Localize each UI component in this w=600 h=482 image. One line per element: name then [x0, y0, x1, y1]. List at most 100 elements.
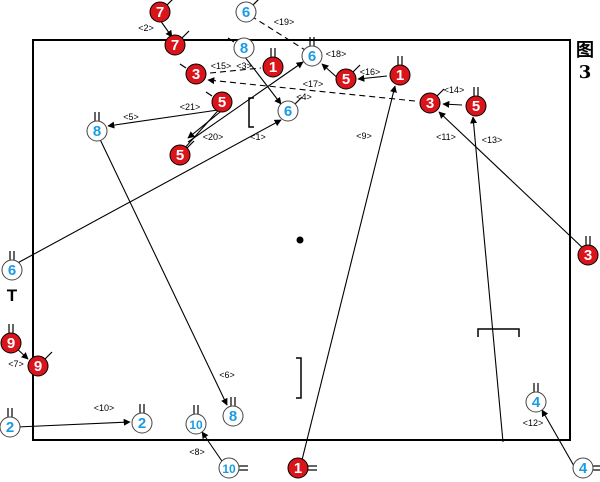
- red-player-1-r1b: 1: [389, 56, 411, 86]
- path-4: [187, 61, 304, 143]
- red-player-5-r5d: 5: [169, 140, 195, 166]
- player-number: 1: [269, 59, 277, 76]
- player-number: 5: [472, 98, 480, 115]
- path-2: [159, 19, 173, 38]
- arrow-label-7: <7>: [8, 359, 24, 369]
- red-player-7-r7b: 7: [164, 30, 190, 56]
- arrow-label-10: <10>: [94, 403, 115, 413]
- blue-player-6-b6d: 6: [1, 251, 23, 281]
- arrow-label-16: <16>: [360, 67, 381, 77]
- figure-label: 图 3: [572, 40, 598, 84]
- red-player-1-r1a: 1: [262, 48, 284, 78]
- red-player-3-r3a: 3: [179, 63, 207, 85]
- player-number: 6: [242, 4, 250, 21]
- player-number: 8: [93, 123, 101, 140]
- blue-player-4-b4b: 4: [572, 457, 600, 479]
- player-number: 8: [240, 40, 248, 57]
- goal-bracket-top: [248, 97, 254, 128]
- player-number: 5: [176, 147, 184, 164]
- arrow-label-17: <17>: [303, 79, 324, 89]
- figure-char: 图: [576, 40, 594, 61]
- player-number: 1: [396, 67, 404, 84]
- goal-bracket-bottom: [296, 357, 302, 399]
- player-number: 2: [138, 415, 146, 432]
- red-player-5-r5c: 5: [465, 87, 487, 117]
- arrow-label-4: <4>: [296, 92, 312, 102]
- arrow-label-5: <5>: [123, 112, 139, 122]
- blue-player-8-b8b: 8: [86, 112, 108, 142]
- path-6: [96, 132, 228, 406]
- arrow-label-21: <21>: [180, 102, 201, 112]
- arrow-label-6: <6>: [219, 370, 235, 380]
- dashed-runs: [207, 15, 416, 102]
- path-19: [250, 15, 314, 56]
- player-number: 5: [342, 71, 350, 88]
- player-number: 2: [6, 419, 14, 436]
- coach-symbol: T: [7, 286, 18, 305]
- player-number: 5: [218, 94, 226, 111]
- red-player-5-r5b: 5: [335, 64, 361, 90]
- blue-player-10-b10b: 10: [218, 457, 248, 479]
- player-number: 10: [222, 462, 236, 476]
- path-16: [357, 74, 388, 82]
- cone-line-right: [477, 328, 520, 337]
- blue-player-4-b4a: 4: [525, 383, 547, 413]
- blue-player-6-b6a: 6: [235, 0, 259, 23]
- arrow-label-2: <2>: [138, 23, 154, 33]
- path-10: [16, 418, 131, 428]
- path-13: [470, 116, 504, 443]
- blue-player-6-b6c: 6: [277, 96, 303, 122]
- player-number: 3: [584, 247, 592, 264]
- red-player-9-r9a: 9: [0, 324, 22, 354]
- red-player-3-r3c: 3: [577, 236, 599, 266]
- path-5: [107, 109, 219, 129]
- red-player-9-r9b: 9: [27, 351, 53, 377]
- arrow-label-11: <11>: [436, 132, 456, 142]
- arrow-label-20: <20>: [203, 132, 224, 142]
- arrow-label-15: <15>: [211, 61, 232, 71]
- player-number: 3: [426, 95, 434, 112]
- path-20: [182, 104, 224, 151]
- player-number: 3: [192, 66, 200, 83]
- blue-player-8-b8a: 8: [227, 37, 255, 59]
- player-number: 6: [284, 103, 292, 120]
- path-15: [209, 67, 262, 74]
- player-number: 7: [171, 37, 179, 54]
- red-player-7-r7a: 7: [149, 0, 173, 23]
- path-9: [301, 85, 397, 461]
- field-boundary: [32, 39, 571, 441]
- player-number: 6: [308, 48, 316, 65]
- path-17: [207, 77, 416, 102]
- player-number: 4: [579, 460, 588, 477]
- player-number: 6: [8, 262, 16, 279]
- arrow-label-9: <9>: [356, 131, 372, 141]
- red-player-3-r3b: 3: [419, 88, 445, 114]
- blue-player-8-b8c: 8: [222, 397, 244, 427]
- path-1: [11, 119, 282, 267]
- path-14: [442, 100, 463, 108]
- path-12: [541, 409, 575, 467]
- red-player-1-r1c: 1: [287, 457, 317, 479]
- blue-player-6-b6b: 6: [301, 37, 323, 67]
- path-11: [438, 111, 587, 252]
- player-number: 9: [7, 335, 15, 352]
- arrow-label-13: <13>: [482, 135, 503, 145]
- arrow-label-3: <3>: [236, 61, 252, 71]
- player-number: 7: [156, 4, 164, 21]
- player-number: 1: [294, 460, 302, 477]
- blue-player-2-b2b: 2: [131, 404, 153, 434]
- blue-player-10-b10a: 10: [185, 405, 207, 435]
- arrow-label-12: <12>: [523, 418, 544, 428]
- player-number: 8: [229, 408, 237, 425]
- labels-layer: <1><2><3><4><5><6><7><8><9><10><11><12><…: [8, 17, 543, 457]
- player-number: 9: [34, 358, 42, 375]
- arrow-label-14: <14>: [444, 85, 465, 95]
- player-number: 10: [189, 418, 203, 432]
- figure-number: 3: [578, 62, 592, 83]
- blue-player-2-b2a: 2: [0, 408, 21, 438]
- arrow-label-8: <8>: [189, 447, 205, 457]
- player-number: 4: [532, 394, 541, 411]
- arrow-label-18: <18>: [326, 49, 347, 59]
